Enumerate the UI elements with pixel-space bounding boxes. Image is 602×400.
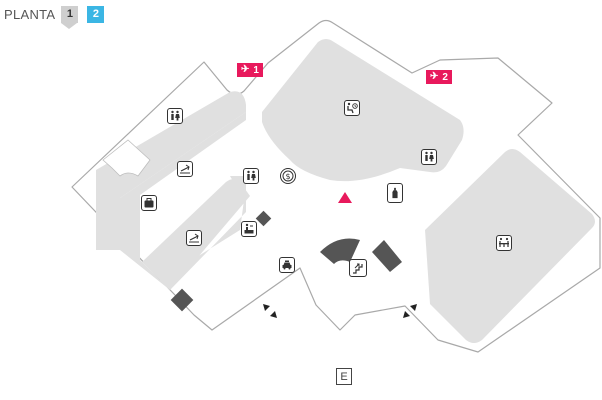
floor-button-2[interactable]: 2: [87, 5, 105, 23]
entrance-arrow-icon: [403, 304, 417, 318]
airplane-icon: ✈: [241, 64, 250, 75]
floor-button-1[interactable]: 1: [61, 5, 79, 29]
restroom-icon[interactable]: [421, 149, 437, 165]
entrance-arrow-icon: [263, 304, 277, 318]
money-exchange-icon[interactable]: $: [280, 168, 296, 184]
dark-structure-right: [372, 240, 402, 272]
dark-structure-left: [320, 238, 360, 264]
svg-text:$: $: [285, 172, 290, 181]
waiting-room-icon[interactable]: [344, 100, 360, 116]
flight-badge-label: 2: [442, 71, 448, 83]
exit-e-marker[interactable]: E: [336, 368, 352, 385]
restroom-icon[interactable]: [243, 168, 259, 184]
dark-marker-1: [255, 210, 272, 227]
drinks-icon[interactable]: [387, 183, 403, 203]
flight-badge-2[interactable]: ✈ 2: [426, 70, 452, 84]
area-corridor-notch: [102, 139, 151, 177]
area-center-top: [262, 39, 464, 182]
baggage-icon[interactable]: [141, 195, 157, 211]
airplane-icon: ✈: [430, 71, 439, 82]
area-left-lower: [120, 112, 246, 290]
ticket-counter-icon[interactable]: [241, 221, 257, 237]
floor-selector-label: PLANTA: [4, 6, 56, 22]
restroom-icon[interactable]: [167, 108, 183, 124]
you-are-here-marker: [338, 192, 352, 203]
floor-selector: PLANTA 1 2: [4, 4, 113, 29]
taxi-icon[interactable]: [279, 257, 295, 273]
arrivals-icon[interactable]: [186, 230, 202, 246]
stairs-icon[interactable]: [349, 259, 367, 277]
flight-badge-1[interactable]: ✈ 1: [237, 63, 263, 77]
arrivals-icon[interactable]: [177, 161, 193, 177]
flight-badge-label: 1: [253, 64, 259, 76]
area-left-upper: [96, 91, 246, 250]
restaurant-icon[interactable]: [496, 235, 512, 251]
